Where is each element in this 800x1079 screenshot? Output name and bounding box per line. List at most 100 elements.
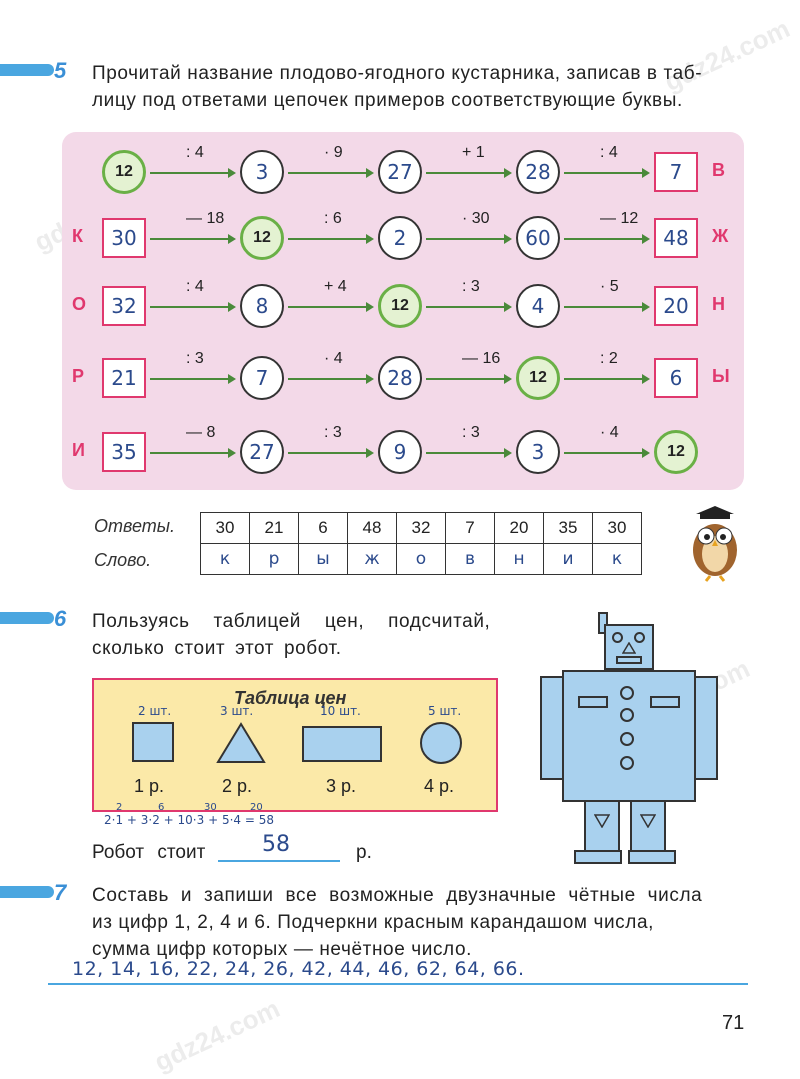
word-cell: о	[396, 543, 446, 575]
answer-cell: 32	[396, 512, 446, 544]
answer-cell: 35	[543, 512, 593, 544]
task7-text: Составь и запиши все возможные двузначны…	[92, 885, 703, 960]
chain-circle: 12	[516, 356, 560, 400]
chain-arrow	[288, 168, 374, 178]
chain-operation: : 3	[462, 424, 480, 441]
task7-marker	[0, 886, 54, 898]
chain-circle: 12	[378, 284, 422, 328]
robot-eye	[612, 632, 623, 643]
chain-circle: 2	[378, 216, 422, 260]
robot-cost-value: 58	[262, 832, 290, 857]
chain-arrow	[564, 448, 650, 458]
item-price: 3 р.	[326, 776, 357, 796]
chain-circle: 3	[240, 150, 284, 194]
chain-operation: · 4	[324, 350, 343, 367]
chain-operation: · 4	[600, 424, 619, 441]
answer-cell: 30	[200, 512, 250, 544]
chain-arrow	[288, 234, 374, 244]
robot-nose	[622, 642, 636, 654]
chain-operation: : 3	[324, 424, 342, 441]
chain-circle: 28	[378, 356, 422, 400]
item-count: 3 шт.	[220, 704, 254, 718]
answer-cell: 20	[494, 512, 544, 544]
word-cell: к	[200, 543, 250, 575]
chain-operation: : 4	[186, 278, 204, 295]
chain-arrow	[426, 374, 512, 384]
chain-operation: : 3	[186, 350, 204, 367]
chain-square: 21	[102, 358, 146, 398]
chain-arrow	[564, 302, 650, 312]
robot-antenna	[598, 612, 608, 634]
chain-letter: Ы	[712, 366, 730, 386]
robot-knee-right	[640, 814, 656, 828]
chain-circle: 27	[378, 150, 422, 194]
chain-circle: 3	[516, 430, 560, 474]
chain-operation: : 3	[462, 278, 480, 295]
chain-operation: : 6	[324, 210, 342, 227]
chain-letter: Н	[712, 294, 725, 314]
chain-arrow	[426, 168, 512, 178]
robot-cost-unit: р.	[356, 842, 372, 863]
word-cell: р	[249, 543, 299, 575]
robot-foot-right	[628, 850, 676, 864]
robot-knee-left	[594, 814, 610, 828]
chain-operation: · 9	[324, 144, 343, 161]
chain-arrow	[288, 448, 374, 458]
answer-cell: 6	[298, 512, 348, 544]
chain-letter: Р	[72, 366, 85, 386]
chain-operation: : 2	[600, 350, 618, 367]
chain-letter: В	[712, 160, 725, 180]
robot-button	[620, 756, 634, 770]
task5-marker	[0, 64, 54, 76]
chain-arrow	[150, 302, 236, 312]
task6-marker	[0, 612, 54, 624]
chain-circle: 12	[240, 216, 284, 260]
word-cell: и	[543, 543, 593, 575]
chain-operation: — 16	[462, 350, 501, 367]
chain-operation: — 18	[186, 210, 225, 227]
item-count: 5 шт.	[428, 704, 462, 718]
chain-arrow	[564, 234, 650, 244]
robot-chest-rect	[650, 696, 680, 708]
item-price: 2 р.	[222, 776, 253, 796]
chain-letter: Ж	[712, 226, 729, 246]
robot-chest-rect	[578, 696, 608, 708]
item-count: 10 шт.	[320, 704, 361, 718]
chain-operation: · 30	[462, 210, 490, 227]
item-count: 2 шт.	[138, 704, 172, 718]
chain-circle: 9	[378, 430, 422, 474]
word-cell: ы	[298, 543, 348, 575]
robot-cost-line	[218, 860, 340, 862]
calculation: 2·1 + 3·2 + 10·3 + 5·4 = 58	[104, 813, 274, 827]
word-label: Слово.	[94, 550, 152, 570]
chain-arrow	[564, 374, 650, 384]
chain-operation: : 4	[600, 144, 618, 161]
watermark: gdz24.com	[149, 993, 285, 1078]
task6-text: Пользуясь таблицей цен, подсчитай, сколь…	[92, 611, 491, 659]
chain-circle: 28	[516, 150, 560, 194]
chain-square: 30	[102, 218, 146, 258]
chain-circle: 12	[654, 430, 698, 474]
chain-letter: О	[72, 294, 87, 314]
item-price: 4 р.	[424, 776, 455, 796]
word-cell: н	[494, 543, 544, 575]
chain-operation: — 8	[186, 424, 216, 441]
chain-circle: 27	[240, 430, 284, 474]
chain-operation: · 5	[600, 278, 619, 295]
chain-square: 20	[654, 286, 698, 326]
task7-number: 7	[54, 880, 67, 905]
chain-arrow	[150, 374, 236, 384]
answer-cell: 21	[249, 512, 299, 544]
answer-cell: 7	[445, 512, 495, 544]
word-cell: в	[445, 543, 495, 575]
chain-square: 35	[102, 432, 146, 472]
item-price: 1 р.	[134, 776, 165, 796]
chain-operation: — 12	[600, 210, 639, 227]
square-shape	[132, 722, 174, 762]
chain-circle: 60	[516, 216, 560, 260]
chain-arrow	[150, 234, 236, 244]
chain-arrow	[426, 302, 512, 312]
answer-cell: 48	[347, 512, 397, 544]
